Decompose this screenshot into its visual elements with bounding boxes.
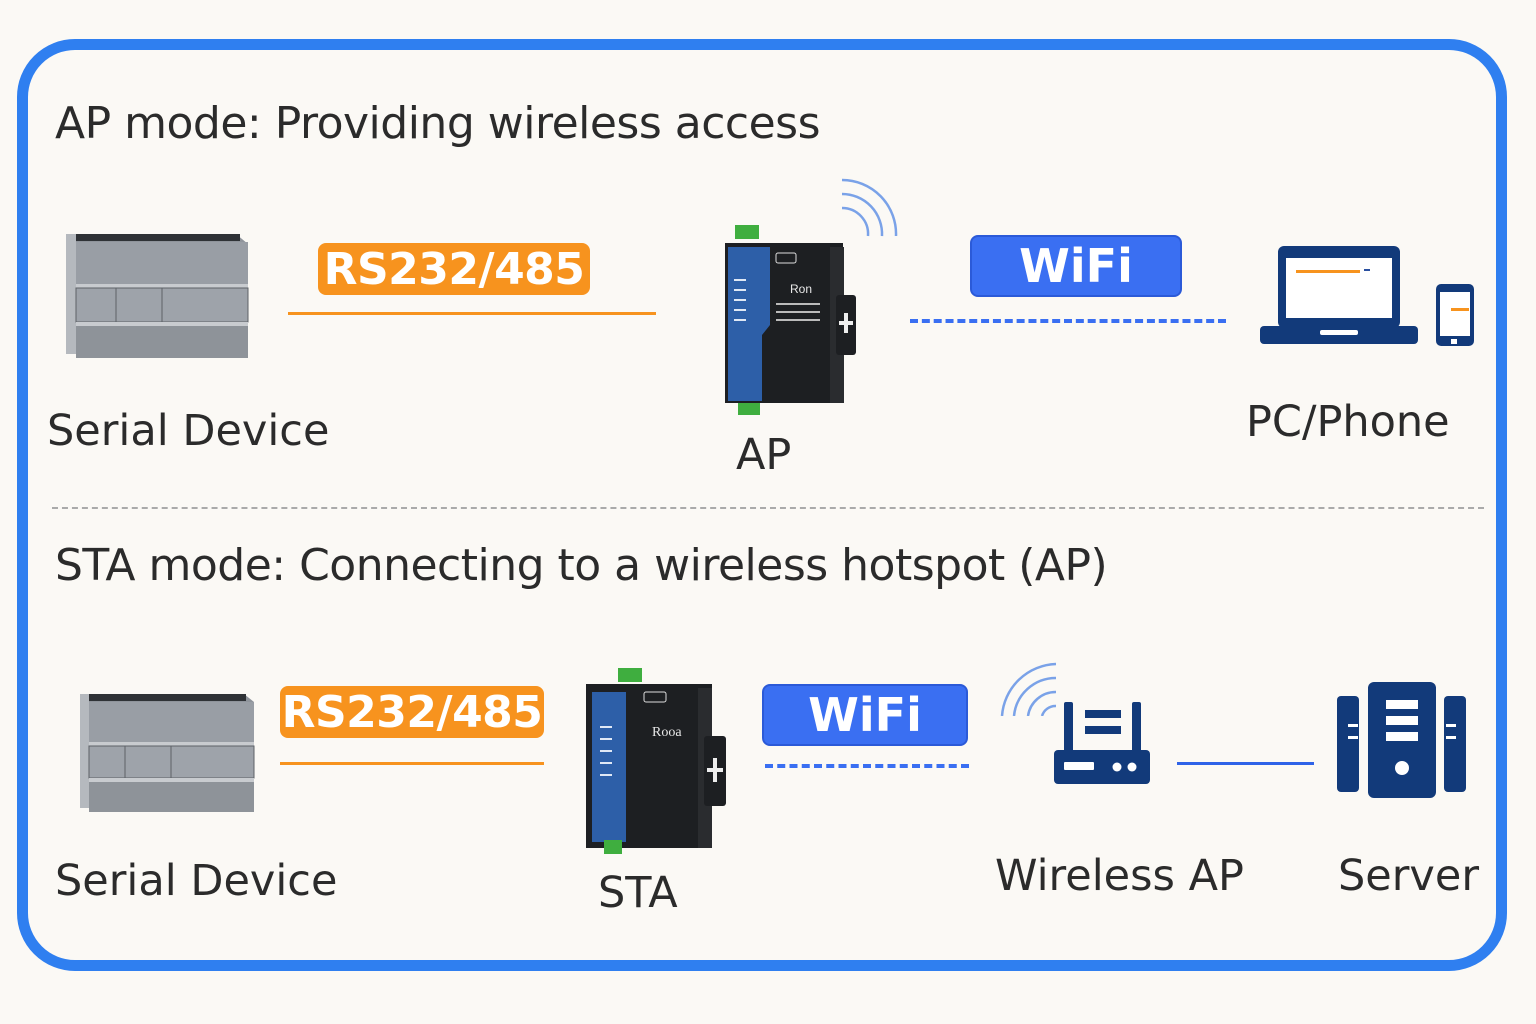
sta-device-brand-text: Rooa [652, 725, 682, 740]
wireless-ap-router-icon [1054, 702, 1150, 784]
pc-phone-label: PC/Phone [1246, 397, 1450, 447]
ap-serial-link-line [288, 312, 656, 315]
diagram-frame [17, 39, 1507, 971]
section-separator [52, 507, 1484, 509]
server-label: Server [1338, 851, 1480, 901]
pc-phone-icon [1260, 246, 1474, 346]
sta-serial-link-line [280, 762, 544, 765]
server-icon [1337, 682, 1466, 798]
sta-serial-device-label: Serial Device [55, 856, 338, 906]
ap-serial-device-label: Serial Device [47, 406, 330, 456]
sta-section-title: STA mode: Connecting to a wireless hotsp… [55, 540, 1108, 591]
wireless-ap-label: Wireless AP [995, 851, 1244, 901]
ap-wifi-signal-icon [841, 178, 898, 237]
router-server-link-line [1177, 762, 1314, 765]
sta-wifi-link-line [765, 764, 969, 768]
sta-serial-device-icon [80, 694, 255, 812]
ap-device-label: AP [736, 430, 792, 480]
sta-rs232-485-badge: RS232/485 [280, 686, 544, 738]
sta-device-icon: Rooa [586, 668, 726, 854]
ap-wifi-badge: WiFi [970, 235, 1182, 297]
sta-device-label: STA [598, 868, 678, 918]
ap-section-title: AP mode: Providing wireless access [55, 98, 821, 149]
ap-device-brand-text: Ron [790, 282, 812, 296]
ap-device-icon: Ron [725, 225, 856, 415]
router-wifi-signal-icon [1000, 662, 1057, 716]
sta-wifi-badge: WiFi [762, 684, 968, 746]
serial-device-icon [66, 234, 249, 358]
ap-wifi-link-line [910, 319, 1226, 323]
ap-rs232-485-badge: RS232/485 [318, 243, 590, 295]
